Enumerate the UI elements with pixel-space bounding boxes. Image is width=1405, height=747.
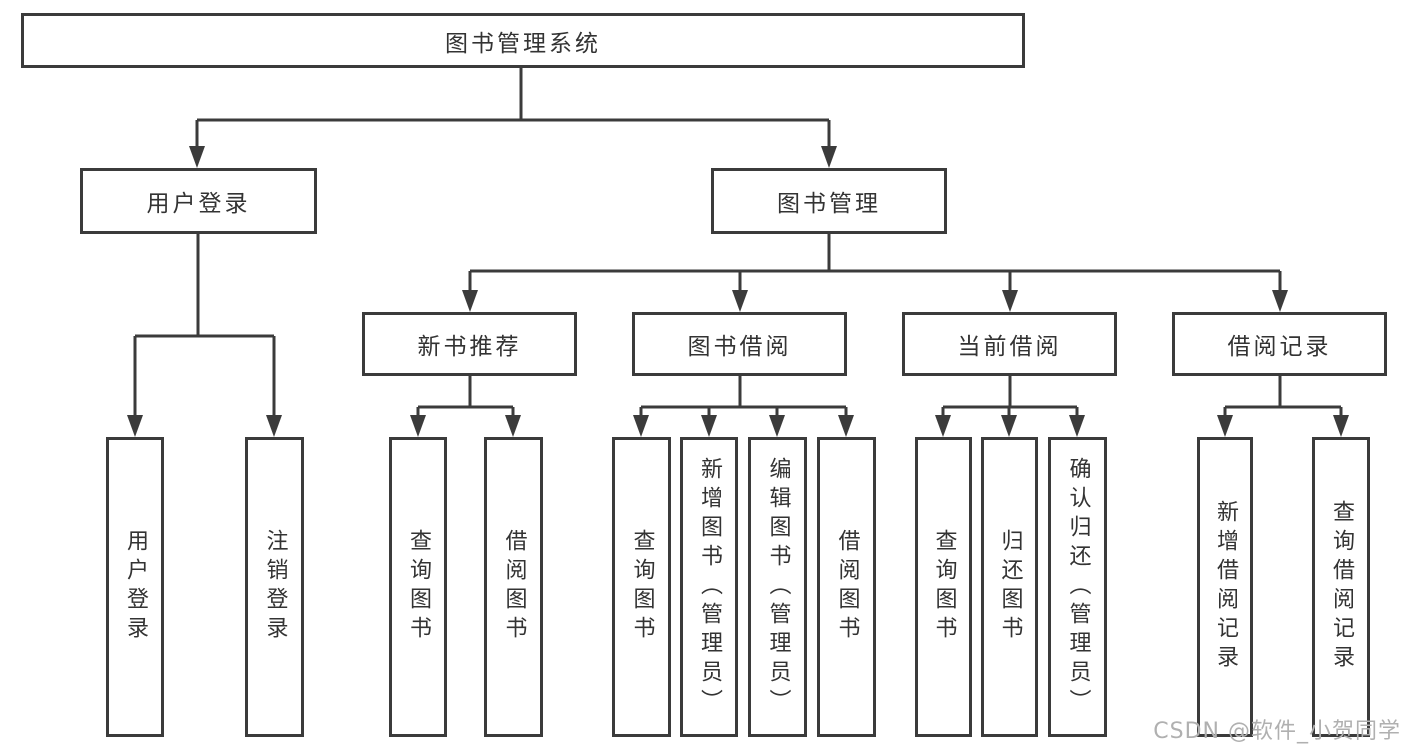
leaf-label: 查询借阅记录 <box>1329 500 1354 674</box>
arrowhead-icon <box>1333 415 1349 437</box>
leaf-newbook-query: 查询图书 <box>389 437 447 737</box>
arrowhead-icon <box>189 146 205 168</box>
leaf-logout: 注销登录 <box>245 437 304 737</box>
node-borrow-records-label: 借阅记录 <box>1227 334 1332 360</box>
leaf-label: 查询图书 <box>406 529 431 645</box>
leaf-records-query: 查询借阅记录 <box>1312 437 1370 737</box>
leaf-label: 确认归还（管理员） <box>1065 456 1091 718</box>
node-user-login: 用户登录 <box>80 168 317 234</box>
leaf-label: 查询图书 <box>931 529 957 645</box>
arrowhead-icon <box>1217 415 1233 437</box>
leaf-newbook-borrow: 借阅图书 <box>484 437 543 737</box>
arrowhead-icon <box>633 415 649 437</box>
arrowhead-icon <box>1069 415 1085 437</box>
arrowhead-icon <box>701 415 717 437</box>
leaf-label: 新增借阅记录 <box>1213 500 1238 674</box>
node-new-book-recommend: 新书推荐 <box>362 312 577 376</box>
arrowhead-icon <box>732 290 748 312</box>
arrowhead-icon <box>1002 290 1018 312</box>
arrowhead-icon <box>935 415 951 437</box>
leaf-label: 注销登录 <box>262 529 288 645</box>
leaf-label: 查询图书 <box>629 529 655 645</box>
node-new-book-recommend-label: 新书推荐 <box>417 334 522 360</box>
leaf-label: 归还图书 <box>997 529 1023 645</box>
node-root-label: 图书管理系统 <box>445 30 601 57</box>
arrowhead-icon <box>127 415 143 437</box>
arrowhead-icon <box>1001 415 1017 437</box>
node-root: 图书管理系统 <box>21 13 1025 68</box>
node-book-borrow: 图书借阅 <box>632 312 847 376</box>
node-book-management: 图书管理 <box>711 168 947 234</box>
leaf-user-login: 用户登录 <box>106 437 164 737</box>
arrowhead-icon <box>266 415 282 437</box>
leaf-label: 新增图书（管理员） <box>697 456 722 718</box>
leaf-label: 编辑图书（管理员） <box>765 456 791 718</box>
node-book-borrow-label: 图书借阅 <box>687 334 792 360</box>
leaf-current-query: 查询图书 <box>915 437 972 737</box>
leaf-label: 借阅图书 <box>501 529 527 645</box>
leaf-borrow-query: 查询图书 <box>612 437 671 737</box>
leaf-borrow-edit: 编辑图书（管理员） <box>748 437 807 737</box>
connector-lines <box>133 68 1343 420</box>
arrowhead-icon <box>410 415 426 437</box>
leaf-current-return: 归还图书 <box>981 437 1038 737</box>
node-book-management-label: 图书管理 <box>777 191 881 217</box>
arrowhead-icon <box>821 146 837 168</box>
leaf-borrow-add: 新增图书（管理员） <box>680 437 738 737</box>
node-user-login-label: 用户登录 <box>146 191 251 217</box>
arrowhead-icon <box>505 415 521 437</box>
leaf-label: 借阅图书 <box>834 529 860 645</box>
arrowhead-icon <box>769 415 785 437</box>
node-current-borrow: 当前借阅 <box>902 312 1117 376</box>
leaf-current-confirm: 确认归还（管理员） <box>1048 437 1107 737</box>
node-current-borrow-label: 当前借阅 <box>957 334 1062 360</box>
arrowhead-icon <box>1272 290 1288 312</box>
leaf-records-add: 新增借阅记录 <box>1197 437 1253 737</box>
arrowhead-icon <box>462 290 478 312</box>
arrowheads <box>127 146 1349 437</box>
arrowhead-icon <box>838 415 854 437</box>
watermark: CSDN @软件_小贺同学 <box>1153 719 1401 744</box>
leaf-label: 用户登录 <box>123 529 148 645</box>
node-borrow-records: 借阅记录 <box>1172 312 1387 376</box>
leaf-borrow-borrow: 借阅图书 <box>817 437 876 737</box>
